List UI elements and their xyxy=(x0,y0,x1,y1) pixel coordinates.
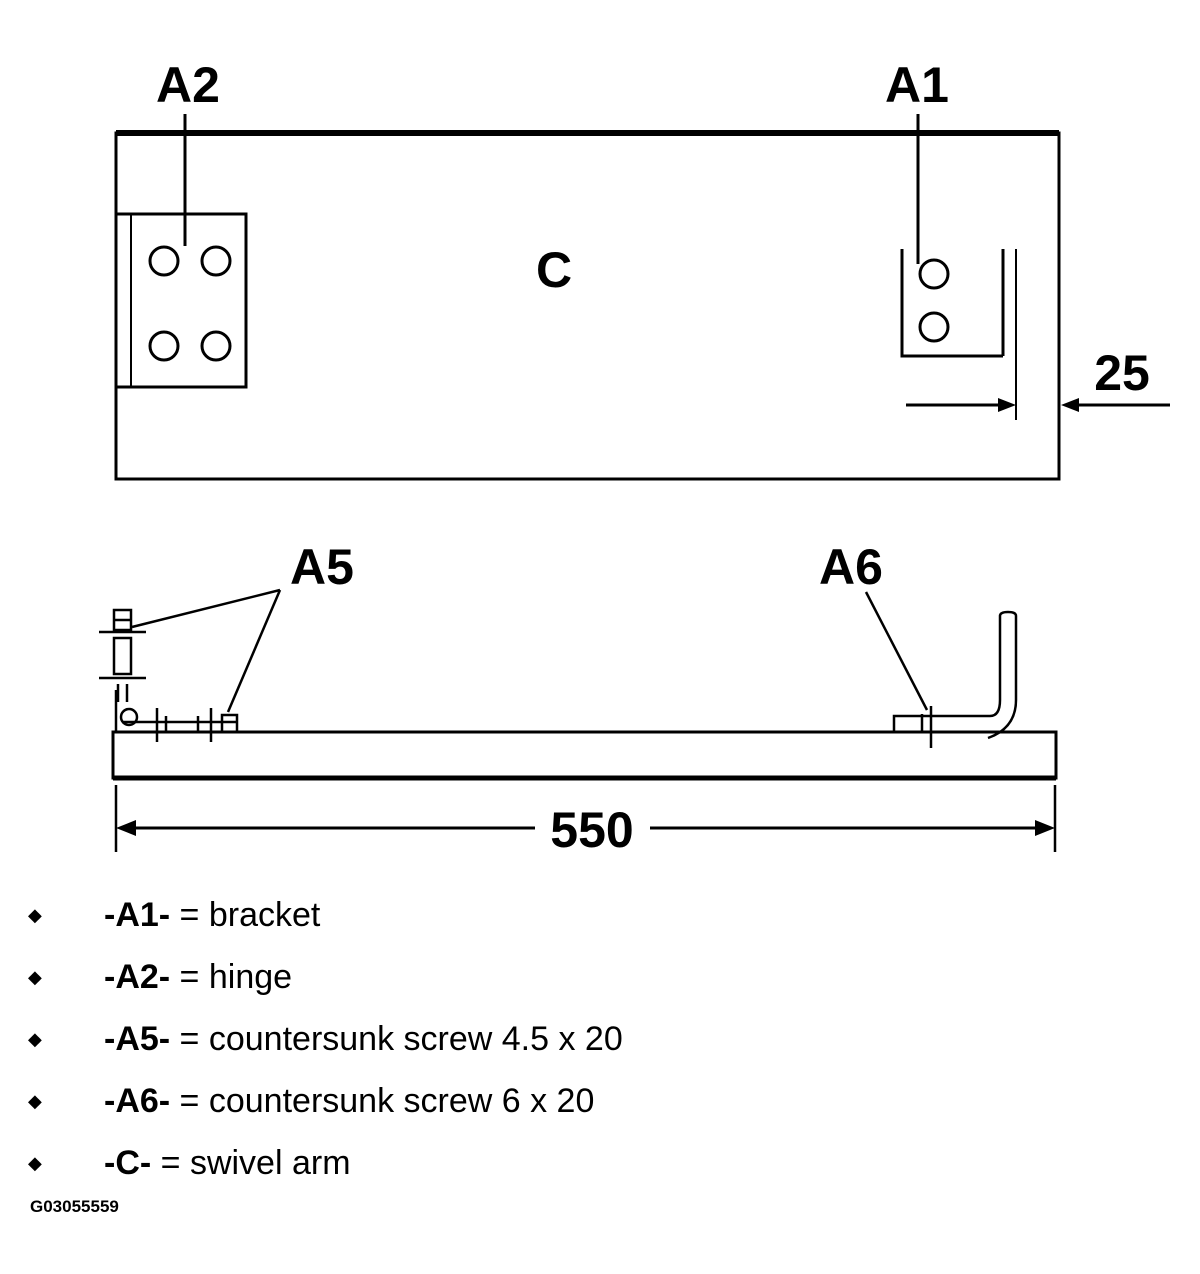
bullet-diamond-icon: ◆ xyxy=(28,967,42,987)
bullet-diamond-icon: ◆ xyxy=(28,905,42,925)
legend-description: = bracket xyxy=(170,896,321,934)
legend-description: = swivel arm xyxy=(151,1144,351,1182)
hinge-side xyxy=(99,608,146,732)
swivel-arm-side xyxy=(111,730,1058,780)
screws-a5-side xyxy=(122,708,239,742)
bullet-diamond-icon: ◆ xyxy=(28,1029,42,1049)
dimension-550-label: 550 xyxy=(550,802,633,858)
dimension-25-label: 25 xyxy=(1094,345,1150,401)
legend-code: -A5- xyxy=(104,1020,171,1058)
legend-item-a2: ◆ -A2- = hinge xyxy=(0,957,1000,997)
a5-leaders xyxy=(131,588,282,713)
a6-leader xyxy=(864,591,929,711)
callout-a6: A6 xyxy=(819,539,883,595)
legend-entry: -A6- = countersunk screw 6 x 20 xyxy=(104,1081,594,1121)
technical-drawing: A2 A1 C 25 xyxy=(99,57,1170,858)
top-view xyxy=(114,114,1170,481)
hinge-a2 xyxy=(114,212,248,389)
legend-description: = countersunk screw 4.5 x 20 xyxy=(170,1020,623,1058)
legend-description: = hinge xyxy=(170,958,293,996)
legend-item-c: ◆ -C- = swivel arm xyxy=(0,1143,1000,1183)
legend-entry: -C- = swivel arm xyxy=(104,1143,351,1183)
legend-item-a1: ◆ -A1- = bracket xyxy=(0,895,1000,935)
dimension-550-arrows xyxy=(114,785,1057,852)
legend-item-a5: ◆ -A5- = countersunk screw 4.5 x 20 xyxy=(0,1019,1000,1059)
legend-entry: -A2- = hinge xyxy=(104,957,292,997)
bracket-a1 xyxy=(900,249,1017,420)
legend-code: -A6- xyxy=(104,1082,171,1120)
legend-entry: -A5- = countersunk screw 4.5 x 20 xyxy=(104,1019,623,1059)
callout-a1: A1 xyxy=(885,57,949,113)
callout-a5: A5 xyxy=(290,539,354,595)
legend-item-a6: ◆ -A6- = countersunk screw 6 x 20 xyxy=(0,1081,1000,1121)
callout-a2: A2 xyxy=(156,57,220,113)
side-view xyxy=(99,588,1058,852)
bullet-diamond-icon: ◆ xyxy=(28,1091,42,1111)
figure-id: G03055559 xyxy=(30,1197,119,1216)
bracket-side xyxy=(892,610,1018,748)
legend-code: -A2- xyxy=(104,958,171,996)
legend-entry: -A1- = bracket xyxy=(104,895,320,935)
legend-description: = countersunk screw 6 x 20 xyxy=(170,1082,595,1120)
bullet-diamond-icon: ◆ xyxy=(28,1153,42,1173)
legend-code: -C- xyxy=(104,1144,152,1182)
callout-c: C xyxy=(536,242,572,298)
dimension-25-arrows xyxy=(906,398,1170,412)
legend-code: -A1- xyxy=(104,896,171,934)
